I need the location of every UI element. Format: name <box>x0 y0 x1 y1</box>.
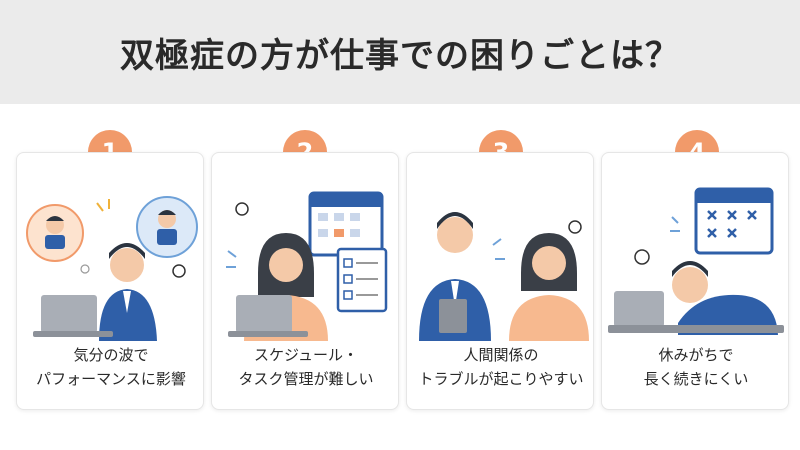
caption-line-2: パフォーマンスに影響 <box>36 370 186 388</box>
card-fatigue: 休みがちで 長く続きにくい <box>601 152 789 410</box>
mood-swing-illustration <box>26 196 198 341</box>
caption-line-2: トラブルが起こりやすい <box>418 370 584 388</box>
header-banner: 双極症の方が仕事での困りごとは？ <box>0 0 800 104</box>
fatigue-illustration <box>608 187 784 335</box>
caption-line-1: 人間関係の <box>463 346 539 364</box>
relationship-illustration <box>419 212 589 341</box>
card-schedule: スケジュール・ タスク管理が難しい <box>211 152 399 410</box>
caption-line-1: スケジュール・ <box>254 346 358 364</box>
page-title: 双極症の方が仕事での困りごとは？ <box>120 35 680 76</box>
caption-line-2: 長く続きにくい <box>643 370 749 388</box>
card-caption: 休みがちで 長く続きにくい <box>602 343 790 391</box>
caption-line-1: 休みがちで <box>658 346 734 364</box>
card-caption: 人間関係の トラブルが起こりやすい <box>407 343 595 391</box>
card-caption: スケジュール・ タスク管理が難しい <box>212 343 400 391</box>
card-mood-swing: 気分の波で パフォーマンスに影響 <box>16 152 204 410</box>
schedule-illustration <box>226 191 388 341</box>
caption-line-2: タスク管理が難しい <box>238 370 374 388</box>
card-caption: 気分の波で パフォーマンスに影響 <box>17 343 205 391</box>
card-relationship: 人間関係の トラブルが起こりやすい <box>406 152 594 410</box>
caption-line-1: 気分の波で <box>73 346 149 364</box>
